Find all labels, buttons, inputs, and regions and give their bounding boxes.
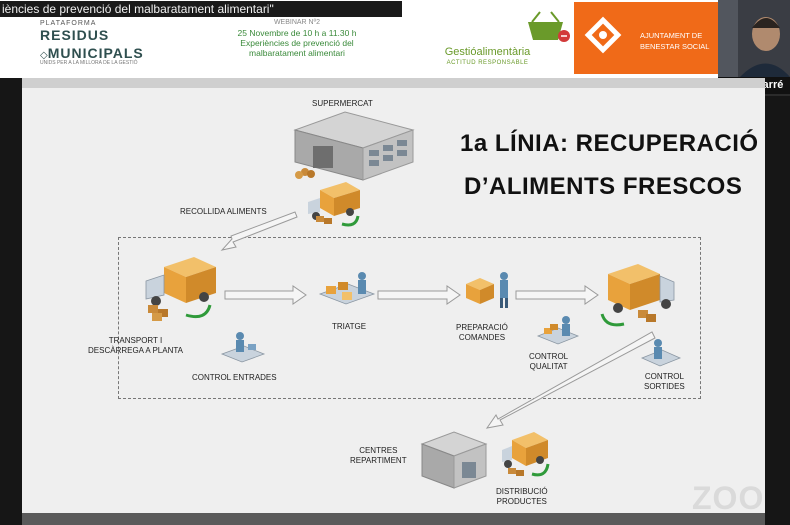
label-control-qualitat: CONTROL QUALITAT xyxy=(529,352,568,371)
arrow-to-triatge xyxy=(224,285,307,305)
ajuntament-line1: AJUNTAMENT DE xyxy=(640,31,703,40)
webinar-title-line2: malbaratament alimentari xyxy=(249,48,345,58)
label-control-sortides: CONTROL SORTIDES xyxy=(644,372,685,391)
label-transport-line1: TRANSPORT I xyxy=(108,336,163,345)
supermarket-icon xyxy=(293,111,415,181)
label-control-entrades: CONTROL ENTRADES xyxy=(192,373,277,382)
label-distribucio: DISTRIBUCIÓ PRODUCTES xyxy=(496,487,548,506)
control-sortides-icon xyxy=(640,339,682,367)
label-control-sortides-line2: SORTIDES xyxy=(644,381,685,391)
label-preparacio-line2: COMANDES xyxy=(458,332,506,342)
participant-video xyxy=(718,0,790,77)
webinar-date: 25 Novembre de 10 h a 11.30 h xyxy=(237,28,357,38)
ajuntament-emblem-icon xyxy=(584,16,622,54)
participant-video-tile[interactable]: Albert Farré xyxy=(718,0,790,96)
ajuntament-line2: BENESTAR SOCIAL xyxy=(640,42,710,51)
zoom-watermark: ZOO xyxy=(692,480,765,516)
process-boundary xyxy=(118,237,701,399)
ajuntament-text: AJUNTAMENT DE BENESTAR SOCIAL xyxy=(640,30,709,52)
collection-truck-icon xyxy=(308,182,360,227)
preparacio-icon xyxy=(466,272,508,308)
label-control-sortides-line1: CONTROL xyxy=(644,372,684,381)
label-control-qualitat-line2: QUALITAT xyxy=(529,361,568,371)
distribution-truck-icon xyxy=(502,432,550,477)
webinar-number: WEBINAR Nº2 xyxy=(273,19,321,26)
label-triatge: TRIATGE xyxy=(332,322,367,331)
ajuntament-banner: AJUNTAMENT DE BENESTAR SOCIAL xyxy=(574,2,718,74)
label-centres: CENTRES REPARTIMENT xyxy=(350,446,407,465)
logo-subtitle: UNIDS PER A LA MILLORA DE LA GESTIÓ xyxy=(40,60,138,66)
logo-line1: RESIDUS xyxy=(40,27,110,43)
label-preparacio: PREPARACIÓ COMANDES xyxy=(456,323,508,342)
label-supermercat: SUPERMERCAT xyxy=(312,99,373,108)
webinar-info: WEBINAR Nº2 25 Novembre de 10 h a 11.30 … xyxy=(222,18,372,58)
label-recollida: RECOLLIDA ALIMENTS xyxy=(180,207,267,216)
label-distribucio-line1: DISTRIBUCIÓ xyxy=(496,487,548,496)
slide-bottom-bar xyxy=(22,513,765,525)
meeting-title: iències de prevenció del malbaratament a… xyxy=(0,1,402,17)
gestio-name: Gestióalimentària xyxy=(444,46,531,58)
control-qualitat-icon xyxy=(536,316,580,345)
logo-small-text: PLATAFORMA xyxy=(40,20,97,27)
distribution-center-icon xyxy=(420,431,488,489)
control-entrades-icon xyxy=(220,332,266,363)
triatge-icon xyxy=(318,272,376,305)
logo-line2: MUNICIPALS xyxy=(47,45,144,61)
slide-heading-line2: D’ALIMENTS FRESCOS xyxy=(464,173,743,200)
arrow-to-transport xyxy=(220,211,298,251)
label-preparacio-line1: PREPARACIÓ xyxy=(456,323,508,332)
label-centres-line2: REPARTIMENT xyxy=(350,455,407,465)
basket-icon xyxy=(527,11,570,42)
gestio-tagline: ACTITUD RESPONSABLE xyxy=(446,60,529,66)
label-transport: TRANSPORT I DESCÀRREGA A PLANTA xyxy=(88,336,183,355)
delivery-truck-icon xyxy=(145,257,216,321)
arrow-to-control-sortides xyxy=(515,285,599,305)
label-transport-line2: DESCÀRREGA A PLANTA xyxy=(88,345,183,355)
dispatch-truck-icon xyxy=(600,264,675,327)
webinar-title-line1: Experiències de prevenció del xyxy=(240,38,354,48)
plataforma-logo: PLATAFORMA RESIDUS ◇MUNICIPALS UNIDS PER… xyxy=(40,18,190,68)
gestio-logo: Gestióalimentària ACTITUD RESPONSABLE xyxy=(430,8,570,68)
arrow-to-preparacio xyxy=(377,285,461,305)
slide-top-border xyxy=(22,78,765,88)
label-distribucio-line2: PRODUCTES xyxy=(496,496,547,506)
label-control-qualitat-line1: CONTROL xyxy=(529,352,569,361)
label-centres-line1: CENTRES xyxy=(359,446,398,455)
diamond-icon: ◇ xyxy=(40,50,48,61)
slide-heading-line1: 1a LÍNIA: RECUPERACIÓ xyxy=(460,130,759,157)
arrow-to-centres xyxy=(485,331,656,429)
logo-line2-wrap: ◇MUNICIPALS xyxy=(40,45,144,63)
